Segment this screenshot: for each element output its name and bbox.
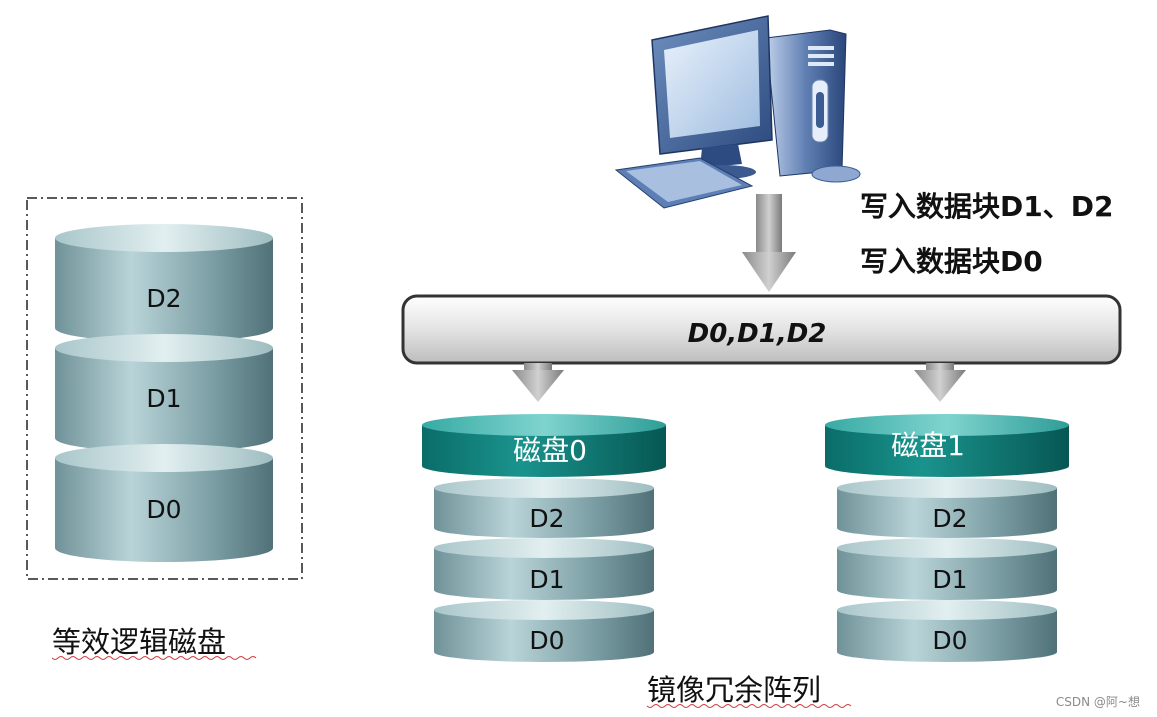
bus-to-disk0-arrow — [512, 363, 564, 402]
computer-icon — [614, 15, 861, 209]
write-note-d1-d2: 写入数据块D1、D2 — [860, 190, 1113, 223]
disk-block-d2 — [434, 478, 654, 538]
logical-block-label: D0 — [146, 495, 181, 524]
array-caption: 镜像冗余阵列 — [647, 673, 821, 707]
disk-block-label: D1 — [932, 565, 967, 594]
spellcheck-underline — [51, 656, 257, 660]
disk-block-label: D0 — [932, 626, 967, 655]
watermark: CSDN @阿~想 — [1056, 694, 1140, 709]
write-note-d0: 写入数据块D0 — [860, 245, 1043, 278]
logical-disk-frame — [26, 197, 303, 580]
disk-block-label: D0 — [529, 626, 564, 655]
disk-header — [825, 414, 1069, 477]
host-to-bus-arrow — [742, 194, 796, 292]
spellcheck-underline — [646, 704, 852, 708]
logical-disk-stack — [55, 224, 273, 562]
bus-to-disk1-arrow — [914, 363, 966, 402]
logical-block-label: D1 — [146, 384, 181, 413]
disk-name: 磁盘0 — [513, 434, 587, 467]
logical-disk-caption: 等效逻辑磁盘 — [52, 625, 226, 659]
logical-block-d0 — [55, 444, 273, 562]
logical-block-d2 — [55, 224, 273, 342]
data-bus — [401, 294, 1122, 365]
disk-block-label: D1 — [529, 565, 564, 594]
disk-block-label: D2 — [932, 504, 967, 533]
bus-label: D0,D1,D2 — [688, 319, 827, 349]
disk-block-d2 — [837, 478, 1057, 538]
disk-block-d0 — [837, 600, 1057, 662]
disk-name: 磁盘1 — [891, 429, 965, 462]
logical-block-d1 — [55, 334, 273, 452]
mirror-disk-0 — [422, 414, 666, 662]
disk-block-d1 — [434, 538, 654, 600]
logical-block-label: D2 — [146, 284, 181, 313]
mirror-disk-1 — [825, 414, 1069, 662]
disk-block-label: D2 — [529, 504, 564, 533]
disk-block-d0 — [434, 600, 654, 662]
disk-block-d1 — [837, 538, 1057, 600]
disk-header — [422, 414, 666, 477]
